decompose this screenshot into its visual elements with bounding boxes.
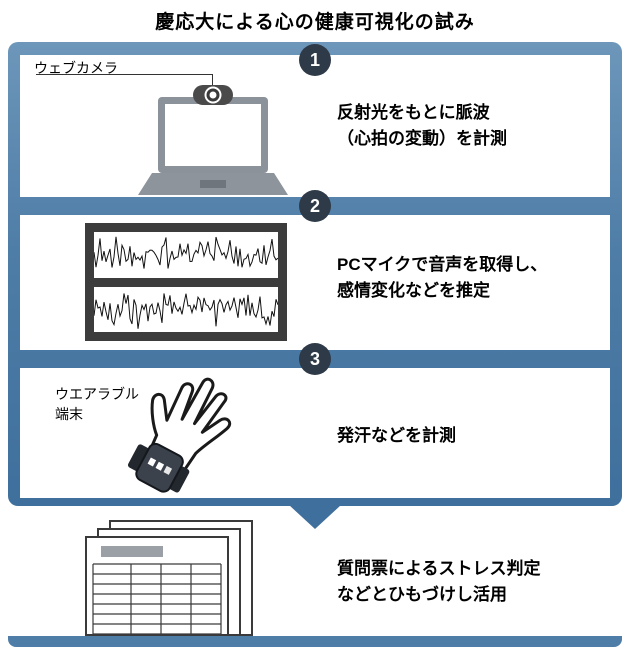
webcam-callout-line — [36, 74, 213, 85]
paper-title-bar — [101, 546, 163, 557]
wearable-device-icon — [127, 442, 190, 493]
wearable-label: ウエアラブル 端末 — [55, 386, 139, 423]
step-panel-3: ウエアラブル 端末 発汗などを計測 — [20, 368, 610, 498]
step-1-number-badge: 1 — [299, 44, 331, 76]
webcam-label: ウェブカメラ — [34, 60, 118, 76]
step-panel-2: PCマイクで音声を取得し、 感情変化などを推定 — [20, 215, 610, 350]
footer-description: 質問票によるストレス判定 などとひもづけし活用 — [337, 559, 541, 605]
steps-container: ウェブカメラ 反射光をもとに脈波 （心拍の変動）を計測 — [8, 42, 622, 506]
step-panel-1: ウェブカメラ 反射光をもとに脈波 （心拍の変動）を計測 — [20, 55, 610, 197]
waveform-trace-2 — [94, 292, 278, 329]
webcam-lens — [206, 88, 220, 102]
hand-with-wearable-icon — [127, 377, 232, 493]
waveform-row-2 — [94, 286, 278, 332]
step-2-number-badge: 2 — [299, 190, 331, 222]
page-title: 慶応大による心の健康可視化の試み — [155, 12, 475, 33]
paper-table-grid — [92, 563, 222, 635]
questionnaire-papers-icon — [85, 520, 253, 636]
laptop-screen — [165, 104, 261, 166]
waveform-display-icon — [85, 223, 287, 341]
step-2-description: PCマイクで音声を取得し、 感情変化などを推定 — [337, 255, 548, 301]
waveform-row-1 — [94, 232, 278, 278]
laptop-webcam-icon — [138, 85, 288, 195]
down-arrow-icon — [289, 505, 341, 529]
step-3-description: 発汗などを計測 — [337, 426, 456, 445]
laptop-touchpad — [200, 180, 226, 188]
bottom-blue-bar — [8, 636, 622, 647]
step-1-description: 反射光をもとに脈波 （心拍の変動）を計測 — [337, 103, 507, 149]
waveform-trace-1 — [94, 236, 278, 269]
step-3-number-badge: 3 — [299, 343, 331, 375]
